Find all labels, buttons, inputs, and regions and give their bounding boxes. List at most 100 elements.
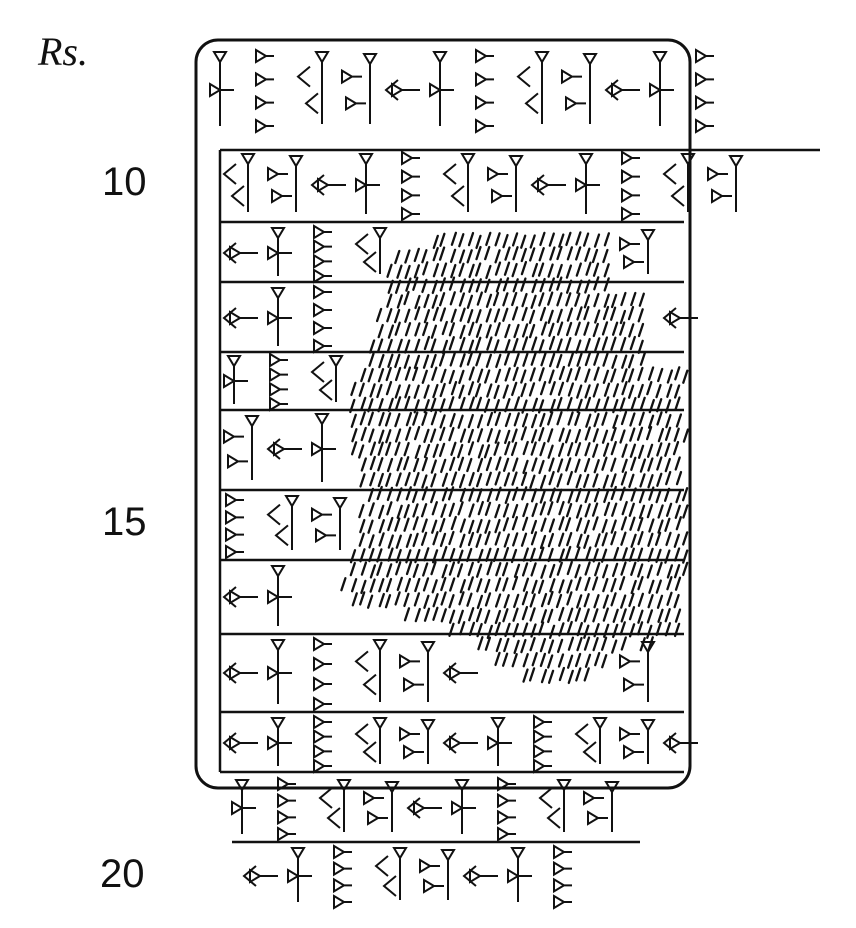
- hatch-stroke: [405, 411, 413, 427]
- hatch-stroke: [603, 277, 610, 292]
- hatch-stroke: [620, 410, 628, 426]
- cuneiform-sign: [604, 79, 640, 101]
- hatch-stroke: [538, 427, 545, 442]
- hatch-stroke: [520, 369, 527, 384]
- hatch-stroke: [396, 576, 403, 592]
- hatch-stroke: [636, 547, 644, 562]
- hatch-stroke: [575, 576, 582, 591]
- hatch-stroke: [583, 294, 591, 309]
- hatch-stroke: [657, 367, 664, 383]
- hatch-stroke: [368, 547, 375, 563]
- hatch-stroke: [547, 411, 554, 426]
- hatch-stroke: [682, 549, 689, 564]
- hatch-stroke: [405, 426, 412, 441]
- hatch-stroke: [540, 609, 548, 624]
- hatch-stroke: [369, 578, 376, 593]
- hatch-stroke: [404, 395, 411, 411]
- hatch-stroke: [556, 458, 564, 473]
- hatch-stroke: [511, 306, 519, 321]
- hatch-stroke: [475, 472, 483, 488]
- hatch-stroke: [620, 608, 627, 623]
- hatch-stroke: [628, 547, 635, 562]
- hatch-stroke: [530, 351, 537, 366]
- hatch-stroke: [567, 352, 574, 367]
- hatch-stroke: [359, 591, 366, 606]
- hatch-stroke: [558, 666, 566, 682]
- hatch-stroke: [531, 262, 539, 278]
- hatch-stroke: [394, 517, 401, 532]
- hatch-stroke: [539, 534, 547, 550]
- hatch-stroke: [476, 414, 484, 429]
- hatch-stroke: [413, 354, 421, 370]
- hatch-stroke: [528, 382, 536, 397]
- hatch-stroke: [466, 547, 473, 563]
- hatch-stroke: [423, 547, 430, 562]
- hatch-stroke: [531, 502, 538, 518]
- hatch-stroke: [682, 531, 689, 546]
- hatch-stroke: [584, 279, 591, 294]
- hatch-stroke: [378, 578, 385, 593]
- side-label: Rs.: [38, 29, 88, 74]
- hatch-stroke: [502, 292, 509, 307]
- hatch-stroke: [421, 518, 428, 533]
- hatch-stroke: [603, 293, 610, 308]
- hatch-stroke: [385, 366, 392, 382]
- hatch-stroke: [422, 261, 429, 276]
- hatch-stroke: [495, 637, 502, 653]
- hatch-stroke: [549, 246, 556, 261]
- hatch-stroke: [575, 667, 582, 682]
- hatch-stroke: [637, 339, 644, 354]
- hatch-stroke: [628, 502, 635, 517]
- hatch-stroke: [601, 321, 609, 336]
- cuneiform-sign: [619, 641, 656, 702]
- hatch-stroke: [555, 593, 563, 609]
- hatch-stroke: [475, 278, 482, 293]
- hatch-stroke: [655, 579, 662, 594]
- hatch-stroke: [439, 307, 447, 322]
- hatch-stroke: [511, 516, 519, 531]
- hatch-stroke: [440, 591, 447, 606]
- hatch-stroke: [628, 592, 635, 608]
- hatch-stroke: [565, 321, 573, 337]
- hatch-stroke: [619, 321, 626, 336]
- hatch-stroke: [468, 321, 475, 336]
- hatch-stroke: [531, 652, 538, 667]
- hatch-stroke: [450, 471, 458, 486]
- hatch-stroke: [558, 548, 565, 563]
- hatch-stroke: [611, 639, 618, 654]
- hatch-stroke: [467, 381, 475, 396]
- hatch-stroke: [450, 308, 457, 323]
- hatch-stroke: [664, 517, 671, 532]
- tablet-outline: [194, 38, 692, 790]
- hatch-stroke: [468, 366, 475, 381]
- hatch-stroke: [619, 397, 626, 412]
- hatch-stroke: [576, 384, 583, 399]
- hatch-stroke: [557, 381, 565, 396]
- hatch-stroke: [396, 294, 404, 309]
- hatch-stroke: [574, 321, 581, 336]
- hatch-stroke: [421, 456, 428, 472]
- hatch-stroke: [430, 353, 437, 369]
- hatch-stroke: [610, 440, 617, 456]
- hatch-stroke: [548, 277, 555, 292]
- hatch-stroke: [629, 516, 636, 531]
- hatch-stroke: [549, 398, 556, 414]
- hatch-stroke: [484, 245, 491, 261]
- hatch-stroke: [432, 443, 439, 458]
- hatch-stroke: [556, 292, 563, 307]
- hatch-stroke: [610, 473, 617, 488]
- cuneiform-sign: [313, 284, 332, 354]
- hatch-stroke: [567, 442, 574, 457]
- hatch-stroke: [636, 426, 644, 441]
- hatch-stroke: [520, 247, 527, 263]
- hatch-stroke: [538, 292, 545, 307]
- hatch-stroke: [377, 457, 384, 472]
- hatch-stroke: [592, 443, 599, 458]
- hatch-stroke: [440, 262, 448, 277]
- hatch-stroke: [411, 488, 419, 504]
- hatch-stroke: [637, 563, 644, 578]
- hatch-stroke: [548, 457, 555, 472]
- hatch-stroke: [483, 398, 491, 413]
- hatch-stroke: [538, 339, 545, 354]
